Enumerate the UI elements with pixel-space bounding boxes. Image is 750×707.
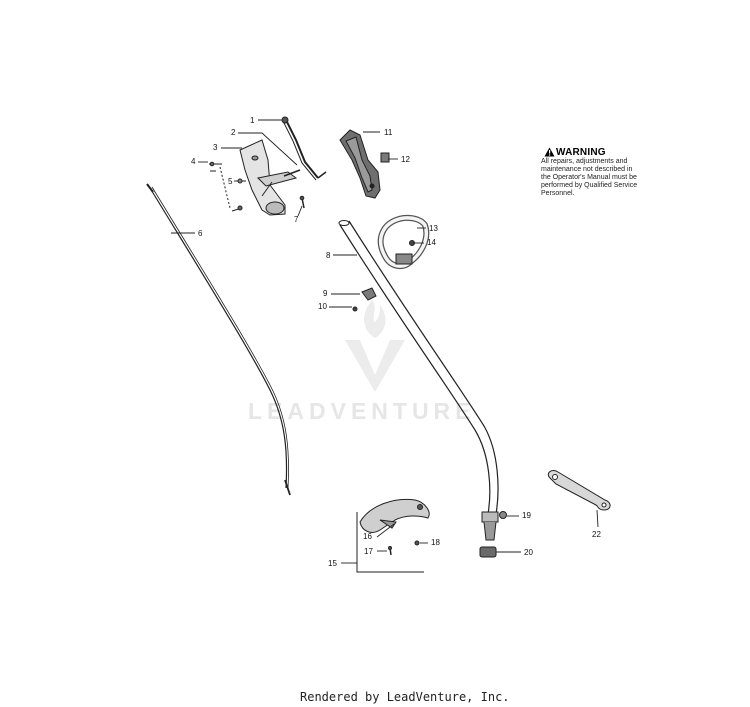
- screw-10: [352, 306, 358, 312]
- warning-icon: [544, 147, 555, 157]
- screw-7: [299, 195, 305, 209]
- throttle-cable: [281, 116, 327, 181]
- callout-5: 5: [228, 177, 233, 186]
- screw-4: [209, 161, 243, 212]
- callout-15: 15: [328, 559, 337, 568]
- guard-bracket: [356, 512, 424, 573]
- warning-line: maintenance not described in: [541, 166, 633, 173]
- callout-19: 19: [522, 511, 531, 520]
- callout-9: 9: [323, 289, 328, 298]
- footer-credit: Rendered by LeadVenture, Inc.: [300, 690, 510, 704]
- warning-text: All repairs, adjustments and maintenance…: [541, 158, 711, 198]
- clamp-9: [361, 287, 377, 301]
- callout-1: 1: [250, 116, 255, 125]
- callout-20: 20: [524, 548, 533, 557]
- watermark-text: LEADVENTURE: [248, 398, 476, 424]
- callout-22: 22: [592, 530, 601, 539]
- leader-lines: [171, 119, 599, 564]
- callout-14: 14: [427, 238, 436, 247]
- shaft-tube: [338, 220, 499, 541]
- callout-7: 7: [294, 215, 299, 224]
- warning-line: performed by Qualified Service: [541, 182, 638, 189]
- callout-18: 18: [431, 538, 440, 547]
- callout-3: 3: [213, 143, 218, 152]
- handle-11: [339, 129, 381, 199]
- warning-line: the Operator's Manual must be: [541, 174, 637, 181]
- callout-6: 6: [198, 229, 203, 238]
- button-12: [380, 152, 390, 163]
- warning-line: All repairs, adjustments and: [541, 158, 628, 165]
- callout-4: 4: [191, 157, 196, 166]
- callout-2: 2: [231, 128, 236, 137]
- screw-17: [388, 546, 392, 556]
- callout-11: 11: [384, 128, 393, 137]
- callout-13: 13: [429, 224, 438, 233]
- drive-shaft: [146, 183, 291, 496]
- screw-18: [414, 540, 420, 546]
- engine-housing: [239, 139, 301, 216]
- head-20: [479, 546, 497, 558]
- nut-19: [499, 511, 507, 519]
- guard-16: [359, 498, 430, 533]
- warning-line: Personnel.: [541, 190, 575, 197]
- wrench-22: [547, 470, 611, 511]
- callout-8: 8: [326, 251, 331, 260]
- loop-handle-13: [377, 214, 430, 270]
- callout-12: 12: [401, 155, 410, 164]
- warning-title: WARNING: [556, 147, 606, 158]
- callout-10: 10: [318, 302, 327, 311]
- callout-17: 17: [364, 547, 373, 556]
- callout-16: 16: [363, 532, 372, 541]
